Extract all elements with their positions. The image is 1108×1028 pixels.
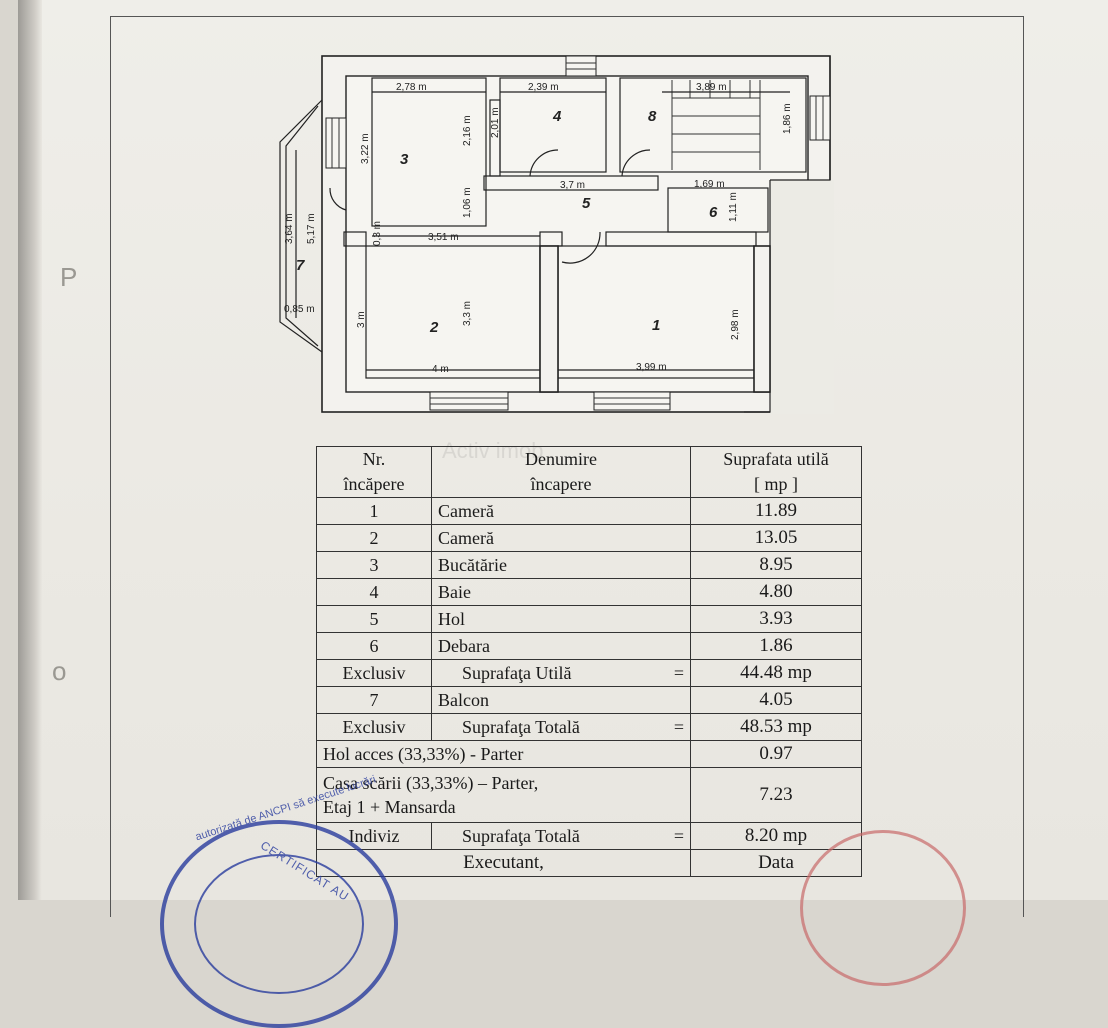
- cell-nr: 3: [316, 551, 432, 579]
- cell-name: Suprafaţa Utilă=: [431, 659, 691, 687]
- footer-row: Executant, Data: [316, 849, 862, 877]
- dim-label: 1,06 m: [462, 187, 473, 218]
- cell-name: Cameră: [431, 497, 691, 525]
- dim-label: 5,17 m: [306, 213, 317, 244]
- room-number: 4: [552, 108, 562, 125]
- page-binding-edge: [18, 0, 42, 900]
- table-row: 2 Cameră 13.05: [316, 524, 862, 552]
- dim-label: 2,39 m: [528, 82, 559, 93]
- dim-label: 1,69 m: [694, 179, 725, 190]
- room-8-outline: [619, 77, 807, 173]
- table-row: 4 Baie 4.80: [316, 578, 862, 606]
- window: [809, 95, 831, 141]
- cell-nr: 5: [316, 605, 432, 633]
- cell-label: Exclusiv: [316, 713, 432, 741]
- cell-name: Balcon: [431, 686, 691, 714]
- window: [429, 391, 509, 411]
- table-row: 5 Hol 3.93: [316, 605, 862, 633]
- dim-label: 4 m: [432, 364, 449, 375]
- cell-name: Cameră: [431, 524, 691, 552]
- dim-label: 3,89 m: [696, 82, 727, 93]
- dim-label: 3,3 m: [462, 301, 473, 326]
- cell-area: 44.48 mp: [690, 659, 862, 687]
- room-number: 8: [648, 108, 657, 125]
- cell-name: Baie: [431, 578, 691, 606]
- cell-name: Debara: [431, 632, 691, 660]
- table-row: 3 Bucătărie 8.95: [316, 551, 862, 579]
- summary-row-indiviz: Indiviz Suprafaţa Totală= 8.20 mp: [316, 822, 862, 850]
- dim-label: 3 m: [356, 311, 367, 328]
- cell-area: 11.89: [690, 497, 862, 525]
- header-area: Suprafata utilă[ mp ]: [690, 446, 862, 498]
- table-row: Hol acces (33,33%) - Parter 0.97: [316, 740, 862, 768]
- dim-label: 2,01 m: [490, 107, 501, 138]
- dim-label: 2,16 m: [462, 115, 473, 146]
- dim-label: 2,78 m: [396, 82, 427, 93]
- cell-area: 4.05: [690, 686, 862, 714]
- dim-label: 3,64 m: [284, 213, 295, 244]
- cell-nr: 2: [316, 524, 432, 552]
- cell-name: Suprafaţa Totală=: [431, 713, 691, 741]
- cell-area: 3.93: [690, 605, 862, 633]
- balcony-outline: [279, 99, 323, 353]
- window: [565, 55, 597, 77]
- room-number: 1: [652, 317, 660, 334]
- cell-name: Hol acces (33,33%) - Parter: [316, 740, 691, 768]
- pencil-mark: o: [52, 656, 67, 686]
- cell-area: 0.97: [690, 740, 862, 768]
- cell-area: 8.95: [690, 551, 862, 579]
- dim-label: 3,99 m: [636, 362, 667, 373]
- authorization-stamp: autorizată de ANCPI să execute lucrări C…: [160, 774, 398, 1028]
- dim-label: 1,11 m: [728, 192, 739, 222]
- cell-nr: 4: [316, 578, 432, 606]
- cell-label: Exclusiv: [316, 659, 432, 687]
- cell-nr: 1: [316, 497, 432, 525]
- table-row: Casa scării (33,33%) – Parter,Etaj 1 + M…: [316, 767, 862, 823]
- dim-label: 3,22 m: [360, 133, 371, 164]
- cell-area: 4.80: [690, 578, 862, 606]
- cell-nr: 7: [316, 686, 432, 714]
- summary-row-total: Exclusiv Suprafaţa Totală= 48.53 mp: [316, 713, 862, 741]
- room-number: 2: [429, 319, 439, 336]
- dim-label: 1,86 m: [782, 103, 793, 134]
- window: [593, 391, 671, 411]
- dim-label: 3,51 m: [428, 232, 459, 243]
- room-3-outline: [371, 77, 487, 227]
- room-number: 3: [400, 151, 409, 168]
- dim-label: 2,98 m: [730, 309, 741, 340]
- cell-name: Suprafaţa Totală=: [431, 822, 691, 850]
- dim-label: 0,85 m: [284, 304, 315, 315]
- floor-plan: 2,78 m 2,39 m 3,89 m 3,22 m 2,16 m 2,01 …: [279, 55, 834, 414]
- staircase: [671, 80, 761, 170]
- balcony-door: [325, 117, 347, 169]
- cell-area: 48.53 mp: [690, 713, 862, 741]
- cell-area: 8.20 mp: [690, 822, 862, 850]
- document-frame: [110, 16, 1024, 917]
- cell-name: Hol: [431, 605, 691, 633]
- cell-name: Bucătărie: [431, 551, 691, 579]
- cell-area: 13.05: [690, 524, 862, 552]
- pencil-mark: P: [60, 262, 78, 292]
- dim-label: 0,3 m: [372, 221, 383, 246]
- room-number: 7: [296, 257, 305, 274]
- executant-label: Executant,: [316, 849, 691, 877]
- room-number: 6: [709, 204, 718, 221]
- summary-row-util: Exclusiv Suprafaţa Utilă= 44.48 mp: [316, 659, 862, 687]
- table-row: 6 Debara 1.86: [316, 632, 862, 660]
- cell-area: 7.23: [690, 767, 862, 823]
- cell-area: 1.86: [690, 632, 862, 660]
- table-row: 7 Balcon 4.05: [316, 686, 862, 714]
- cell-nr: 6: [316, 632, 432, 660]
- header-nr: Nr.încăpere: [316, 446, 432, 498]
- room-number: 5: [582, 195, 591, 212]
- dim-label: 3,7 m: [560, 180, 585, 191]
- red-stamp: [800, 830, 966, 986]
- table-row: 1 Cameră 11.89: [316, 497, 862, 525]
